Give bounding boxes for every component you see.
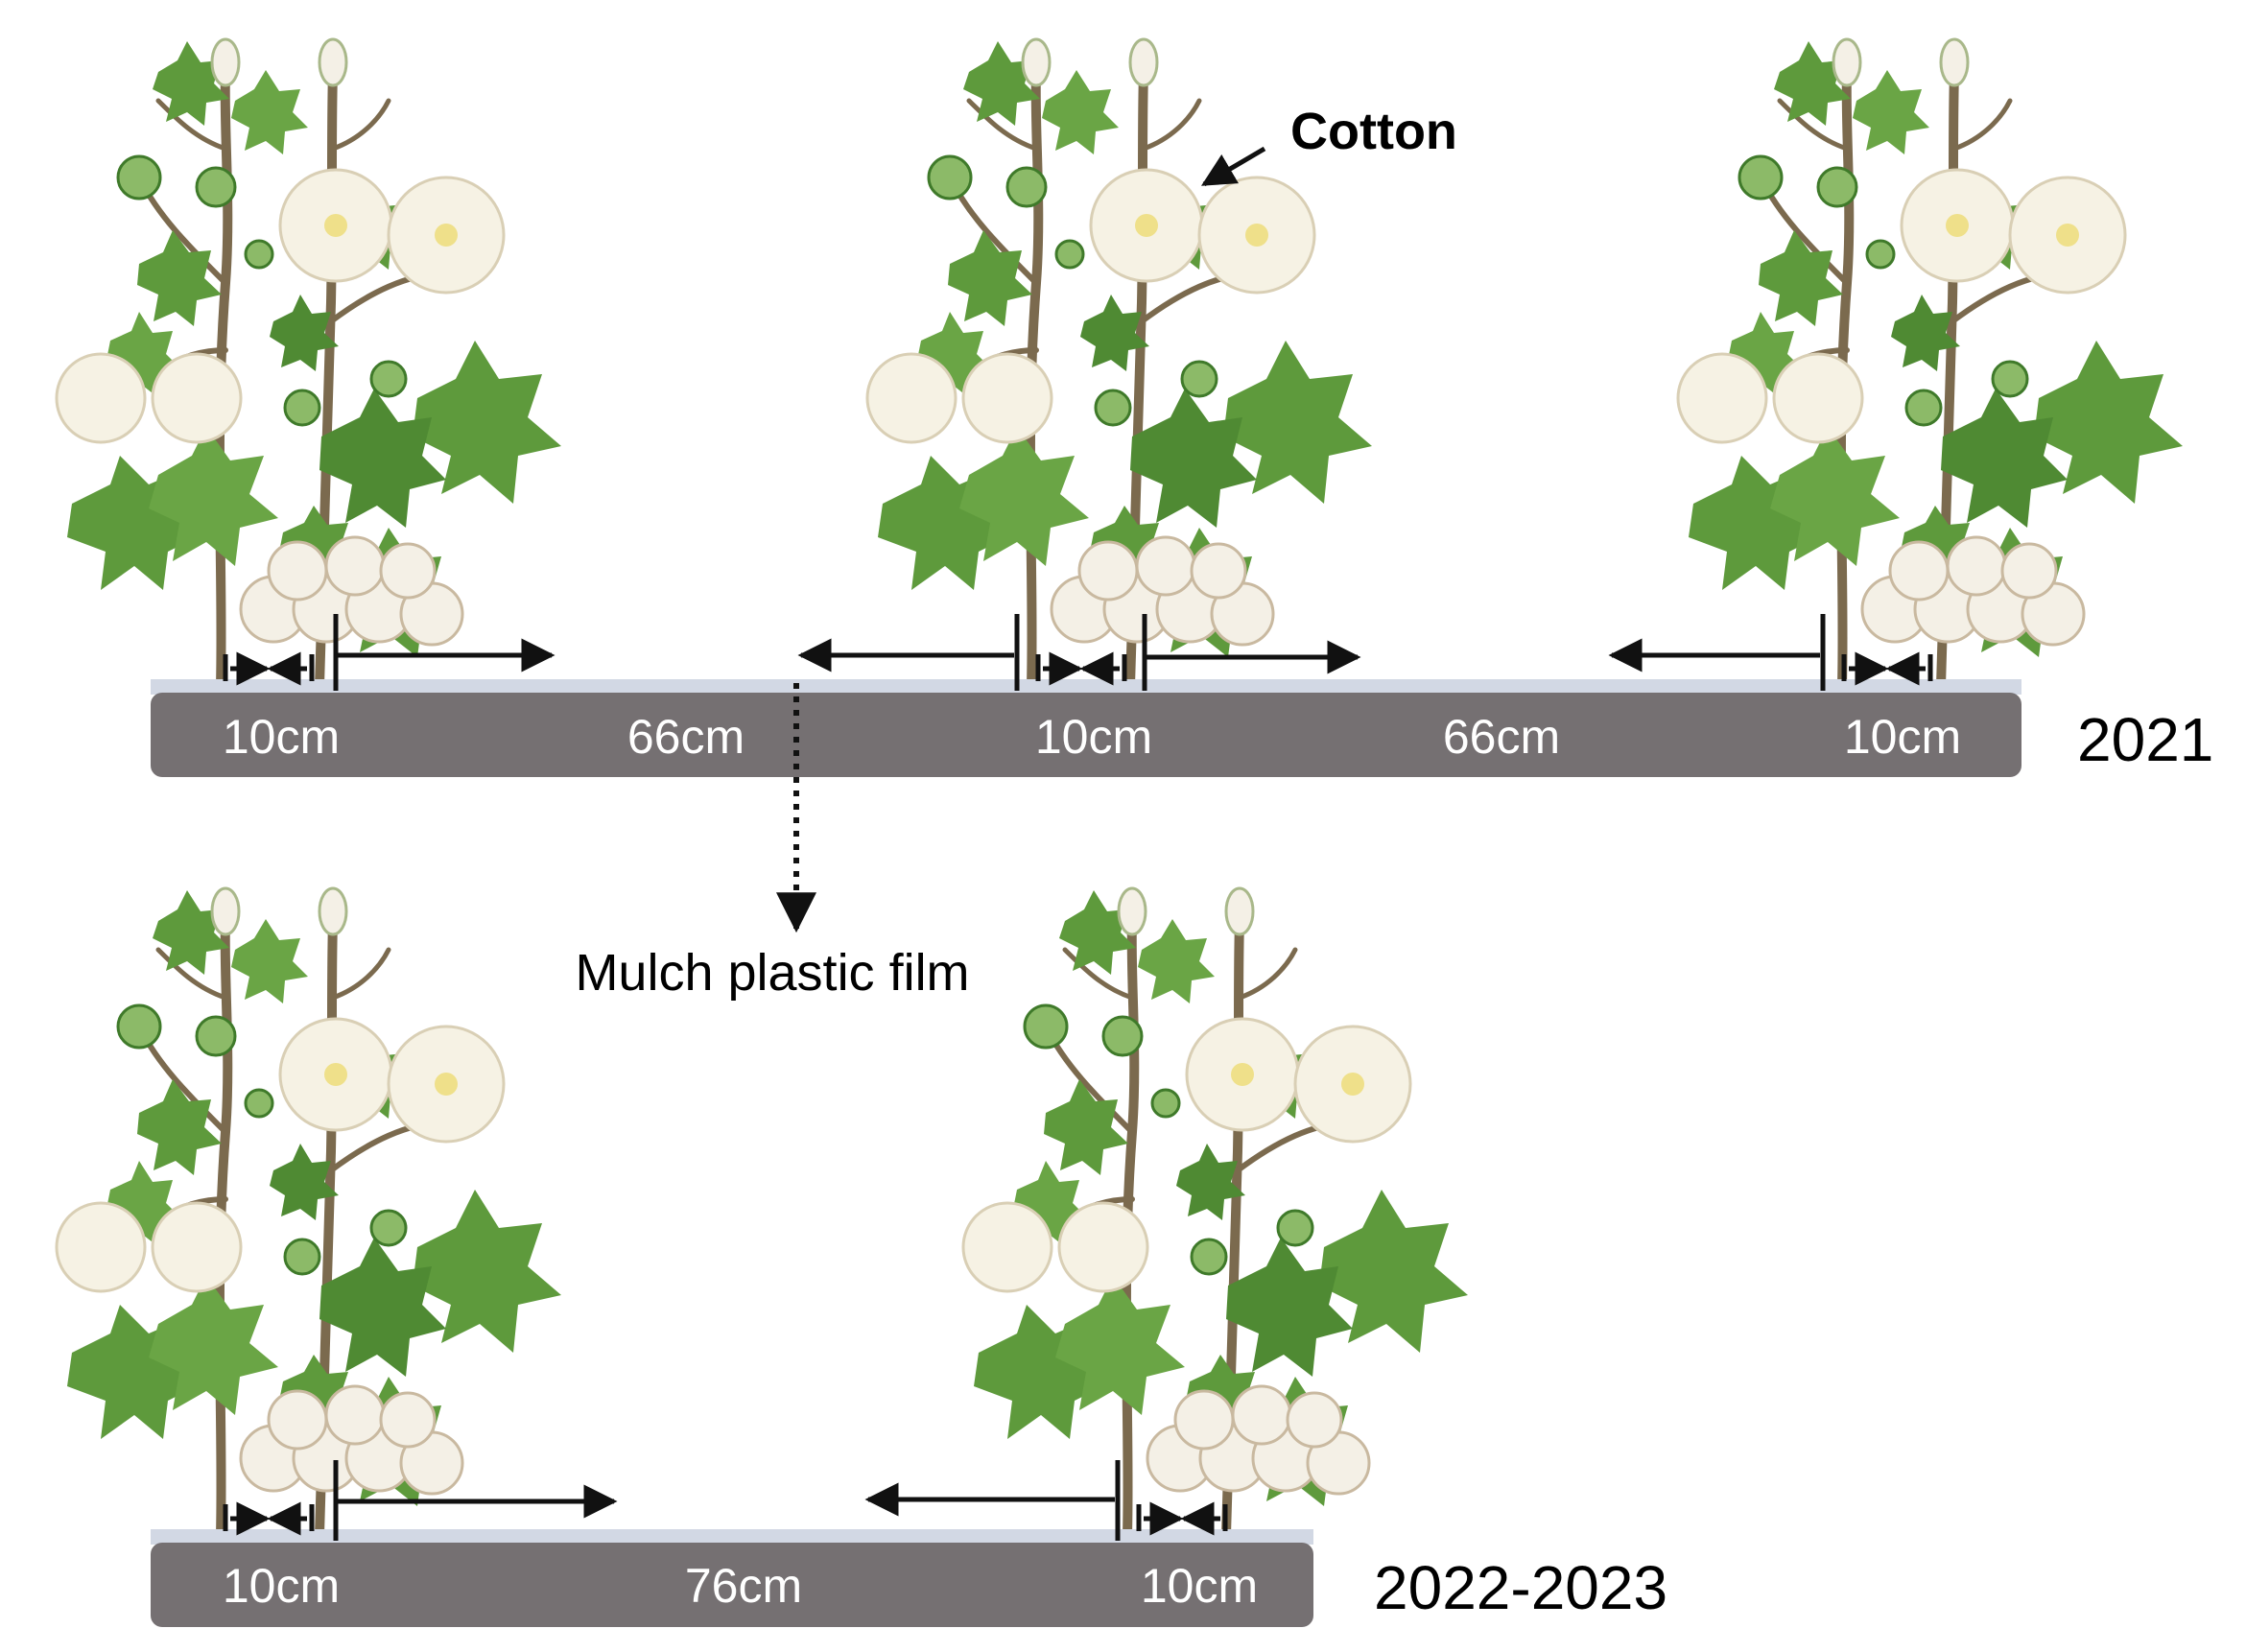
soil-bar — [151, 1543, 1313, 1627]
cotton-label: Cotton — [1290, 103, 1457, 160]
dimension-markers — [223, 614, 1933, 691]
cotton-plant-icon — [57, 39, 561, 686]
segment-label: 66cm — [1443, 710, 1560, 764]
mulch-label: Mulch plastic film — [575, 944, 969, 1002]
panel-2021: 10cm 66cm 10cm 66cm 10cm 2021 — [57, 39, 2213, 777]
mulch-film — [151, 1529, 1313, 1545]
segment-label: 10cm — [1035, 710, 1152, 764]
cotton-plant-icon — [57, 888, 561, 1535]
year-label: 2022-2023 — [1374, 1553, 1667, 1622]
arrow-icon — [1200, 146, 1266, 187]
segment-label: 76cm — [685, 1559, 802, 1613]
cotton-callout: Cotton — [1200, 103, 1457, 187]
dimension-markers — [223, 1460, 1228, 1541]
segment-label: 10cm — [223, 1559, 340, 1613]
mulch-callout: Mulch plastic film — [575, 683, 970, 1002]
soil-bar — [151, 693, 2021, 777]
segment-label: 66cm — [627, 710, 745, 764]
year-label: 2021 — [2077, 705, 2213, 774]
panel-2022-2023: 10cm 76cm 10cm 2022-2023 — [57, 888, 1667, 1627]
segment-label: 10cm — [1844, 710, 1961, 764]
segment-label: 10cm — [1141, 1559, 1258, 1613]
segment-label: 10cm — [223, 710, 340, 764]
cotton-plant-icon — [1678, 39, 2183, 686]
mulch-film — [151, 679, 2021, 695]
cotton-plant-icon — [963, 888, 1468, 1535]
